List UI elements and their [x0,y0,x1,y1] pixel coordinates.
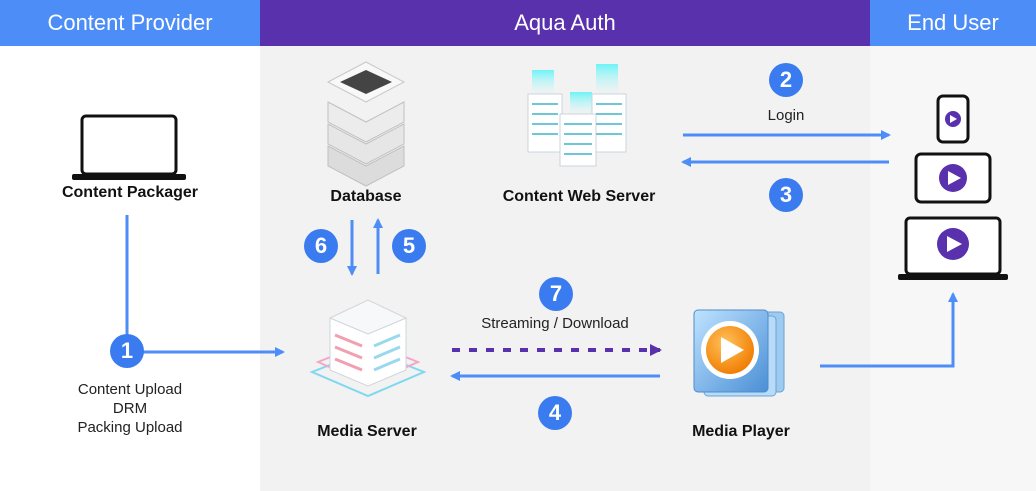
media-server-label: Media Server [317,423,417,440]
step-badge-1: 1 [110,334,144,368]
step-badge-3: 3 [769,178,803,212]
step-badge-4: 4 [538,396,572,430]
step-badge-5: 5 [392,229,426,263]
laptop-icon [898,216,1008,280]
media-server-icon [309,299,427,398]
phone-icon [936,94,970,144]
database-icon [326,61,406,187]
streaming-download-label: Streaming / Download [481,315,629,332]
upload-label-line-3: Packing Upload [77,419,183,436]
login-label: Login [767,107,805,124]
step-badge-6: 6 [304,229,338,263]
content-web-server-label: Content Web Server [502,188,656,205]
arrow-player-to-end-user [820,292,958,368]
aqua-auth-header: Aqua Auth [260,0,870,46]
upload-label-line-2: DRM [112,400,148,417]
content-packager-label: Content Packager [61,184,199,201]
upload-label-line-1: Content Upload [77,381,183,398]
media-player-label: Media Player [692,423,790,440]
laptop-icon [72,114,186,180]
tablet-icon [914,152,992,204]
media-player-icon [693,309,785,397]
step-badge-7: 7 [539,277,573,311]
server-cluster-icon [527,64,627,167]
content-provider-column [0,0,260,491]
step-badge-2: 2 [769,63,803,97]
end-user-header: End User [870,0,1036,46]
database-label: Database [330,188,402,205]
content-provider-header: Content Provider [0,0,260,46]
